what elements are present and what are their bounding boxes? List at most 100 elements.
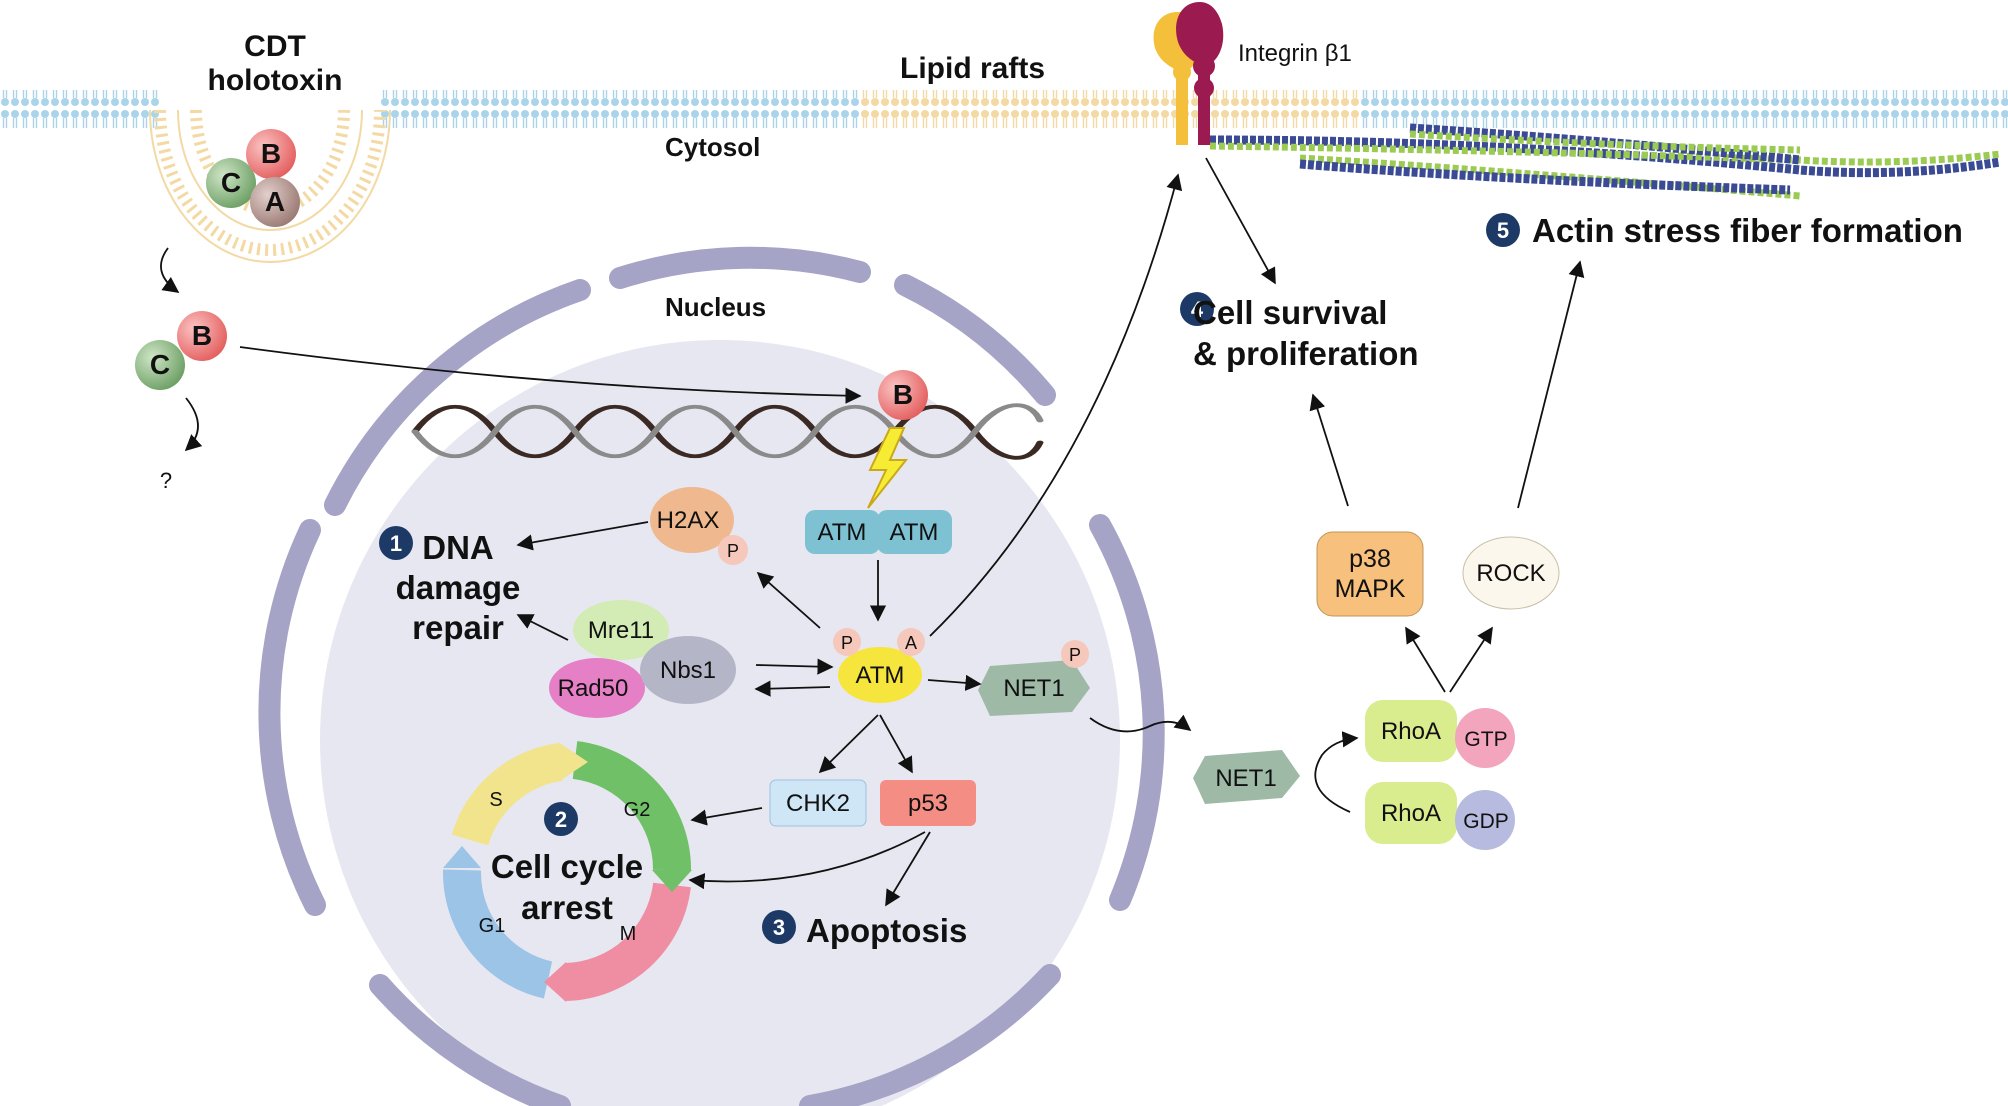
subunit-c	[206, 158, 256, 208]
net1-p-label: P	[1069, 645, 1081, 665]
chk2-label: CHK2	[786, 790, 850, 817]
phase-arrow-s	[558, 742, 588, 782]
subunit-b	[246, 129, 296, 179]
net1-phospho	[1061, 640, 1089, 668]
arrow-rhoa-to-rock	[1449, 626, 1493, 693]
p38-mapk-label: p38 MAPK	[1334, 545, 1406, 603]
free-subunit-b	[177, 311, 227, 361]
mre11-protein	[573, 600, 669, 660]
bc-complex-cytosol	[135, 311, 227, 390]
atm-active-label: ATM	[856, 662, 905, 689]
rhoa-gdp-protein	[1365, 782, 1457, 844]
atm-a-label: A	[905, 633, 917, 653]
cdt-holotoxin-label: CDT holotoxin	[207, 30, 343, 97]
h2ax-p-label: P	[727, 541, 739, 561]
h2ax-protein	[650, 487, 734, 553]
atm-dimer-right	[877, 510, 952, 554]
phase-g2-label: G2	[624, 799, 651, 821]
gdp-label: GDP	[1463, 810, 1509, 833]
dna-break-lightning-icon	[867, 427, 909, 509]
rad50-protein	[549, 658, 645, 718]
atm-right-label: ATM	[890, 519, 939, 546]
net1-cytosolic-label: NET1	[1215, 765, 1276, 792]
arrow-p53-to-apoptosis	[885, 831, 931, 907]
cdt-holotoxin-complex	[206, 129, 300, 227]
free-subunit-b-label: B	[192, 320, 212, 351]
arrow-mre11-to-repair	[516, 614, 569, 641]
atm-p-label: P	[841, 633, 853, 653]
outcome-badge-2	[544, 802, 578, 836]
arrow-gdp-to-gtp	[1314, 731, 1359, 813]
arrow-nbs1-to-atm	[755, 658, 834, 675]
outcome-cell-cycle-arrest: Cell cycle arrest	[490, 848, 644, 926]
question-mark: ?	[160, 468, 172, 493]
lipid-rafts-label: Lipid rafts	[900, 52, 1046, 85]
plasma-membrane	[0, 90, 2008, 128]
gtp-label: GTP	[1464, 728, 1507, 751]
arrow-atm-to-integrin	[929, 173, 1183, 637]
arrow-p38-to-survival	[1309, 393, 1349, 507]
arrow-p53-to-arrest	[688, 831, 926, 890]
outcome-badge-5	[1486, 213, 1520, 247]
phase-g1-label: G1	[479, 915, 506, 937]
outcome-badge-3	[762, 910, 796, 944]
arrow-atm-to-p53	[879, 714, 913, 774]
cell-cycle-wheel	[442, 741, 692, 1001]
atm-phospho	[833, 628, 861, 656]
subunit-b-label: B	[261, 138, 281, 169]
subunit-a-label: A	[265, 186, 285, 217]
p53-protein	[880, 780, 976, 826]
outcome-badge-1	[379, 526, 413, 560]
arrow-bc-to-unknown	[184, 397, 203, 452]
outcome-number-1: 1	[390, 531, 402, 556]
subunit-c-label: C	[221, 167, 241, 198]
outcome-number-2: 2	[555, 807, 567, 832]
actin-stress-fibers	[1209, 123, 2001, 200]
nbs1-protein	[640, 636, 736, 704]
gtp-ball	[1455, 708, 1515, 768]
arrow-b-to-nucleus	[239, 346, 862, 404]
nbs1-label: Nbs1	[660, 657, 716, 684]
net1-nuclear	[978, 660, 1090, 716]
arrow-net1-export	[1089, 714, 1192, 733]
arrow-rhoa-to-p38	[1405, 626, 1446, 693]
net1-cytosolic	[1193, 750, 1300, 804]
arrow-chk2-to-arrest	[690, 807, 763, 826]
lipid-raft-region	[860, 90, 1360, 128]
phase-arrow-g2	[652, 870, 692, 892]
phase-arrow-g1	[443, 846, 481, 868]
atm-left-label: ATM	[818, 519, 867, 546]
phase-s-label: S	[489, 789, 502, 811]
rhoa-gdp-label: RhoA	[1381, 800, 1441, 827]
rock-label: ROCK	[1476, 560, 1545, 587]
integrin-label: Integrin β1	[1238, 40, 1352, 67]
outcome-number-5: 5	[1497, 218, 1509, 243]
subunit-a	[250, 177, 300, 227]
atm-active	[838, 647, 922, 703]
h2ax-phospho	[718, 535, 748, 565]
dna-double-helix	[411, 403, 1044, 460]
chk2-protein	[769, 779, 867, 827]
outcome-dna-damage-repair: DNA damage repair	[395, 529, 521, 646]
atm-acetyl	[897, 628, 925, 656]
p53-label: p53	[908, 790, 948, 817]
rock-protein	[1462, 536, 1560, 610]
nuclear-subunit-b-label: B	[893, 379, 913, 410]
atm-dimer-left	[805, 510, 880, 554]
outcome-number-3: 3	[773, 915, 785, 940]
p38-mapk-protein	[1316, 531, 1424, 617]
phase-arrow-m	[544, 962, 566, 1002]
arrow-atm-to-nbs1	[754, 680, 831, 697]
outcome-number-4: 4	[1191, 297, 1204, 322]
outcome-cell-survival: Cell survival & proliferation	[1193, 294, 1419, 372]
arrow-rock-to-actin	[1517, 260, 1585, 509]
nuclear-subunit-b	[878, 370, 928, 420]
arrow-vesicle-release	[160, 247, 180, 293]
net1-nuclear-label: NET1	[1003, 675, 1064, 702]
h2ax-label: H2AX	[657, 507, 720, 534]
arrow-integrin-to-survival	[1205, 157, 1276, 285]
free-subunit-c-label: C	[150, 349, 170, 380]
outcome-badge-4	[1180, 292, 1214, 326]
arrow-atm-to-chk2	[818, 714, 879, 774]
